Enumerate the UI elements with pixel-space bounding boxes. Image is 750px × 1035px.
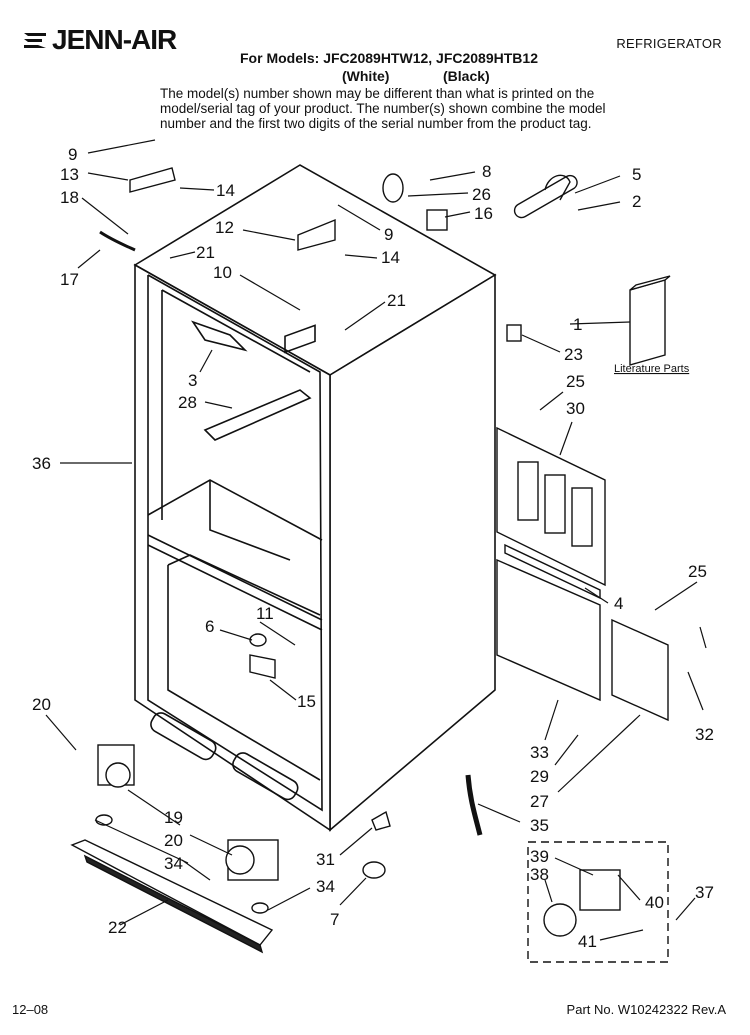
callout-labels: 9 13 18 17 14 21 12 10 9 14 21 8 26 16 5… (32, 145, 714, 951)
leader-lines (45, 139, 707, 941)
parts-left (70, 167, 391, 954)
callout-20b: 20 (164, 831, 183, 850)
callout-14: 14 (216, 181, 235, 200)
callout-14b: 14 (381, 248, 400, 267)
callout-12: 12 (215, 218, 234, 237)
callout-18: 18 (60, 188, 79, 207)
callout-25b: 25 (688, 562, 707, 581)
date-code: 12–08 (12, 1002, 49, 1017)
callout-21b: 21 (387, 291, 406, 310)
model-disclaimer: The model(s) number shown may be differe… (160, 86, 606, 131)
callout-36: 36 (32, 454, 51, 473)
brand-logo: JENN-AIR (22, 24, 177, 56)
callout-3: 3 (188, 371, 197, 390)
callout-20: 20 (32, 695, 51, 714)
callout-22: 22 (108, 918, 127, 937)
brand-name: JENN-AIR (52, 24, 177, 55)
callout-8: 8 (482, 162, 491, 181)
callout-29: 29 (530, 767, 549, 786)
callout-32: 32 (695, 725, 714, 744)
parts-right (382, 173, 671, 963)
callout-15: 15 (297, 692, 316, 711)
jenn-air-logo-icon (24, 33, 46, 48)
callout-2: 2 (632, 192, 641, 211)
callout-6: 6 (205, 617, 214, 636)
callout-31: 31 (316, 850, 335, 869)
callout-27: 27 (530, 792, 549, 811)
callout-11: 11 (256, 604, 274, 623)
literature-parts-label: Literature Parts (614, 363, 690, 375)
callout-35: 35 (530, 816, 549, 835)
callout-5: 5 (632, 165, 641, 184)
callout-9: 9 (68, 145, 77, 164)
callout-23: 23 (564, 345, 583, 364)
callout-39: 39 (530, 847, 549, 866)
callout-38: 38 (530, 865, 549, 884)
callout-40: 40 (645, 893, 664, 912)
callout-30: 30 (566, 399, 585, 418)
callout-34b: 34 (316, 877, 335, 896)
part-number: Part No. W10242322 Rev.A (566, 1002, 726, 1017)
callout-4: 4 (614, 594, 623, 613)
callout-16: 16 (474, 204, 493, 223)
callout-33: 33 (530, 743, 549, 762)
callout-1: 1 (573, 315, 582, 334)
color-white-label: (White) (342, 68, 390, 84)
callout-41: 41 (578, 932, 597, 951)
callout-25: 25 (566, 372, 585, 391)
color-black-label: (Black) (443, 68, 490, 84)
callout-19: 19 (164, 808, 183, 827)
page-title: For Models: JFC2089HTW12, JFC2089HTB12 (240, 50, 538, 66)
callout-26: 26 (472, 185, 491, 204)
callout-9b: 9 (384, 225, 393, 244)
callout-37: 37 (695, 883, 714, 902)
cabinet-drawing (133, 164, 497, 832)
callout-17: 17 (60, 270, 79, 289)
callout-13: 13 (60, 165, 79, 184)
callout-10: 10 (213, 263, 232, 282)
callout-28: 28 (178, 393, 197, 412)
callout-21: 21 (196, 243, 215, 262)
product-category: REFRIGERATOR (616, 36, 722, 51)
callout-7: 7 (330, 910, 339, 929)
callout-34: 34 (164, 854, 183, 873)
